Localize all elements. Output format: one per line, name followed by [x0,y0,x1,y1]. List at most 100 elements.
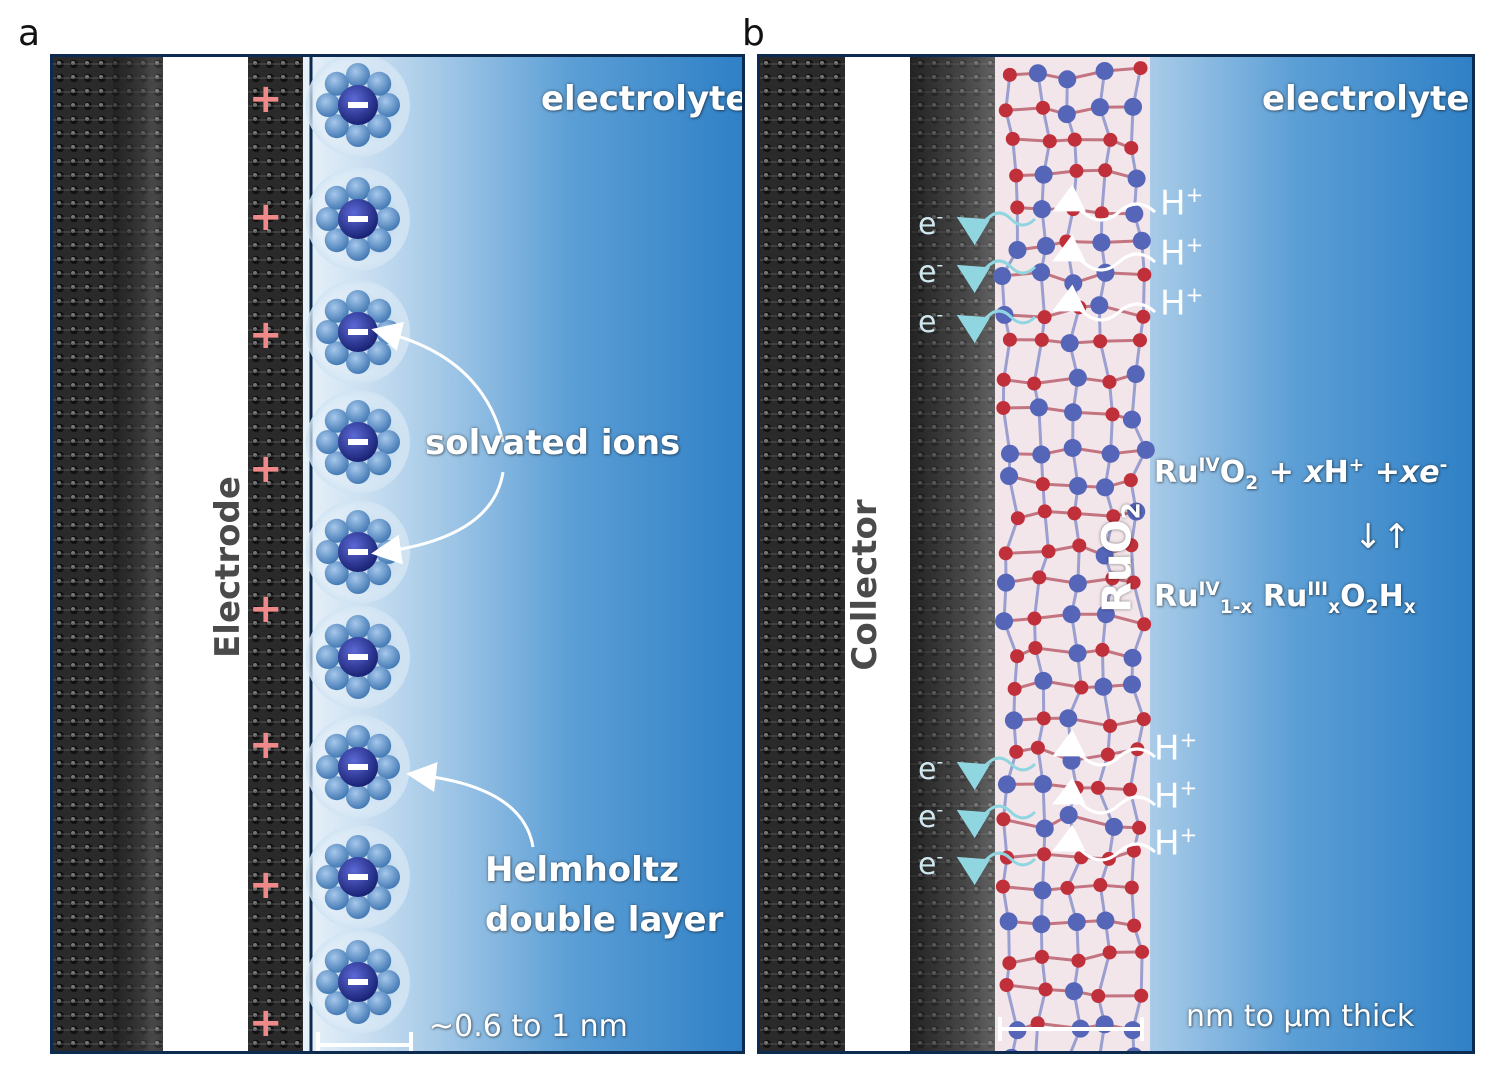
oxygen-atom [1030,740,1045,755]
oxygen-atom [1069,163,1084,178]
electron-transfer-arrow [956,259,1037,294]
solvent-molecule [367,228,392,253]
positive-charge-icon: + [249,586,283,632]
proton-insertion-arrow [1052,234,1156,272]
oxygen-atom [1135,944,1150,959]
proton-insertion-arrow [1052,824,1156,862]
negative-charge-icon [348,979,368,985]
oxygen-atom [1037,310,1052,325]
solvent-molecule [324,341,349,366]
oxygen-atom [1127,918,1142,933]
oxygen-atom [1102,374,1117,389]
oxygen-atom [1005,131,1020,146]
oxygen-atom [1028,1052,1042,1054]
ruthenium-atom [1032,445,1051,464]
solvent-molecule [346,350,370,374]
oxygen-atom [1124,880,1139,895]
oxygen-atom [1126,843,1141,858]
proton-insertion-arrow [1052,729,1156,767]
oxygen-atom [1038,982,1053,997]
ruthenium-atom [1034,775,1053,794]
solvent-molecule [367,733,392,758]
reversible-arrows: ↓↑ [1354,517,1411,557]
proton-insertion-arrow [1052,284,1156,322]
solvent-molecule [367,114,392,139]
oxygen-atom [1028,640,1043,655]
ruthenium-atom [1029,398,1048,417]
ruthenium-atom [999,912,1018,931]
solvent-molecule [324,228,349,253]
ruthenium-atom [1127,502,1146,521]
solvent-molecule [367,298,392,323]
electron-label: e- [918,752,944,787]
solvent-molecule [367,71,392,96]
oxygen-atom [1132,820,1147,835]
oxygen-atom [1136,712,1151,727]
ruthenium-atom [1096,605,1115,624]
oxygen-atom [1071,953,1086,968]
solvent-molecule [367,623,392,648]
oxygen-atom [1027,376,1042,391]
solvent-molecule [324,623,349,648]
oxygen-atom [1137,267,1152,282]
reaction-equation-bottom: RuIV1-x RuIIIxO2Hx [1154,579,1416,618]
ruthenium-atom [1067,913,1086,932]
oxygen-atom [1060,880,1075,895]
ruthenium-atom [1059,709,1078,728]
ruthenium-atom [1069,476,1088,495]
solvent-molecule [324,843,349,868]
solvated-ion [306,825,410,929]
oxygen-atom [1093,334,1108,349]
solvent-molecule [316,540,340,564]
solvent-molecule [324,298,349,323]
solvent-molecule [346,510,370,534]
proton-label: H+ [1154,775,1198,817]
ruthenium-atom [995,612,1014,631]
oxygen-atom [1072,538,1087,553]
ruthenium-atom [1032,200,1051,219]
oxygen-atom [1034,332,1049,347]
solvent-molecule [367,561,392,586]
oxygen-atom [1124,538,1139,553]
oxygen-atom [999,978,1014,993]
oxygen-atom [1032,570,1047,585]
ruthenium-atom [1058,70,1077,89]
negative-charge-icon [348,439,368,445]
oxygen-atom [1106,509,1121,524]
electron-label: e- [918,207,944,242]
oxygen-atom [1095,642,1110,657]
solvent-molecule [367,408,392,433]
oxygen-atom [1105,571,1120,586]
solvent-molecule [367,185,392,210]
solvent-molecule [376,207,400,231]
positive-charge-icon: + [249,722,283,768]
ruthenium-atom [1005,1048,1018,1051]
solvent-molecule [376,645,400,669]
solvent-molecule [316,320,340,344]
negative-charge-icon [348,764,368,770]
oxygen-atom [1105,407,1120,422]
ruthenium-atom [1068,574,1087,593]
ruthenium-atom [1057,105,1076,124]
helmholtz-label-line1: Helmholtz [485,850,679,890]
solvent-molecule [324,518,349,543]
oxygen-atom [998,546,1013,561]
oxygen-atom [1137,617,1152,632]
electron-transfer-arrow [956,851,1037,886]
solvated-ion [306,57,410,157]
proton-insertion-arrow [1052,184,1156,222]
ruthenium-atom [1004,711,1023,730]
oxygen-atom [1132,333,1147,348]
solvent-molecule [346,675,370,699]
oxygen-atom [1094,206,1109,221]
ruthenium-atom [997,775,1016,794]
scale-label-a: ~0.6 to 1 nm [429,1009,628,1044]
ruthenium-atom [1032,915,1051,934]
solvent-molecule [367,991,392,1016]
electrolyte-label-a: electrolyte [541,79,745,119]
arrow-solvated-2 [371,471,505,565]
oxygen-atom [1027,611,1042,626]
oxygen-atom [1091,780,1106,795]
solvent-molecule [346,615,370,639]
solvated-ions-label: solvated ions [425,423,681,463]
